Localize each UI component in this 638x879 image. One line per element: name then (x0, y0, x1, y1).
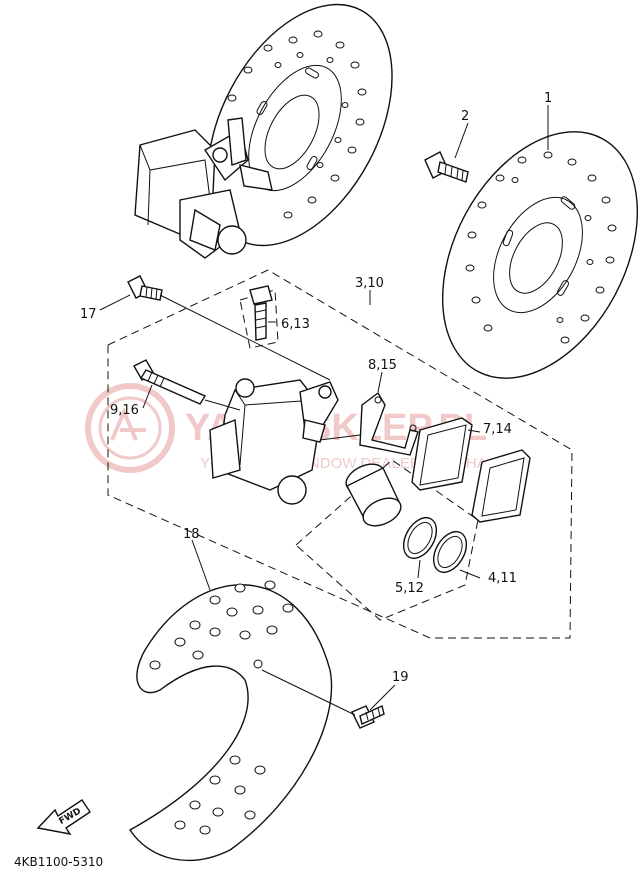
callout-6-13: 6,13 (281, 317, 310, 332)
diagram-part-code: 4KB1100-5310 (14, 855, 103, 869)
callout-2: 2 (461, 109, 469, 124)
callout-19: 19 (392, 670, 409, 685)
leader-lines (99, 105, 549, 716)
pad-spring-part (359, 391, 419, 456)
assembly-dashed-outline (107, 269, 573, 639)
disc-guard-part (128, 580, 333, 862)
callout-labels: 1 2 3,10 6,13 17 8,15 9,16 7,14 18 5,12 … (80, 91, 552, 685)
callout-7-14: 7,14 (483, 422, 512, 437)
fwd-arrow-icon: FWD (36, 799, 91, 835)
callout-18: 18 (183, 527, 200, 542)
caliper-piston-part (345, 463, 402, 527)
callout-17: 17 (80, 307, 97, 322)
pad-pin-part (133, 359, 207, 405)
top-caliper-assembly (134, 117, 273, 259)
bleed-screw-dashed-outline (239, 289, 279, 349)
callout-9-16: 9,16 (110, 403, 139, 418)
brake-disc-part (441, 131, 638, 379)
bleed-screw-part (249, 285, 273, 341)
caliper-bolt-part (127, 275, 163, 301)
brake-pads-part (411, 417, 531, 523)
guard-bolt-part (351, 705, 385, 729)
callout-4-11: 4,11 (488, 571, 517, 586)
disc-bolt-part (424, 151, 469, 183)
caliper-body-part (209, 378, 339, 505)
callout-1: 1 (544, 91, 552, 106)
callout-5-12: 5,12 (395, 581, 424, 596)
callout-3-10: 3,10 (355, 276, 384, 291)
piston-seals-part (402, 517, 468, 573)
callout-8-15: 8,15 (368, 358, 397, 373)
